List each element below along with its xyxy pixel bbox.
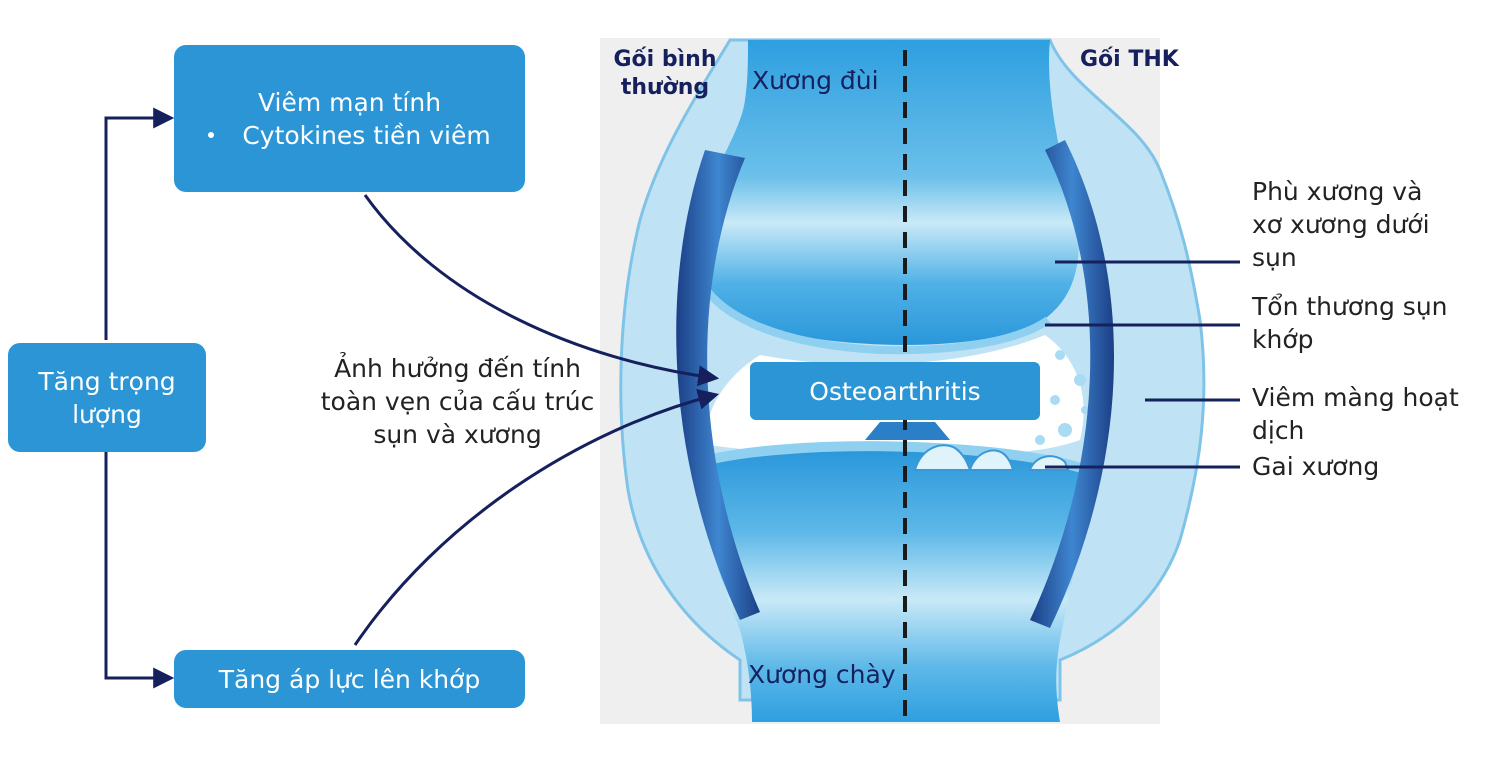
chronic-inflammation-box: Viêm mạn tính Cytokines tiền viêm <box>174 45 525 192</box>
femur-bone <box>695 40 1079 345</box>
femur-label: Xương đùi <box>752 66 879 95</box>
arrow-weight-to-inflammation <box>104 107 175 340</box>
callout-synovitis: Viêm màng hoạt dịch <box>1252 383 1459 445</box>
callout-cartilage-damage: Tổn thương sụn khớp <box>1252 292 1448 354</box>
cytokines-bullet: Cytokines tiền viêm <box>208 119 491 152</box>
joint-pressure-text: Tăng áp lực lên khớp <box>218 664 481 694</box>
tibia-label: Xương chày <box>748 660 896 689</box>
callout-osteophyte: Gai xương <box>1252 452 1380 481</box>
osteophyte-1 <box>913 444 972 471</box>
arrow-pressure-to-oa <box>353 389 720 646</box>
weight-gain-text: Tăng trọng lượng <box>38 366 176 429</box>
joint-pressure-box: Tăng áp lực lên khớp <box>174 650 525 708</box>
arrow-inflammation-to-oa <box>363 194 720 387</box>
osteoarthritis-box: Osteoarthritis <box>750 362 1040 420</box>
femur-cartilage <box>691 264 1051 355</box>
tibia-cartilage <box>698 441 1084 473</box>
impact-label: Ảnh hưởng đến tính toàn vẹn của cấu trúc… <box>320 354 595 449</box>
ligament-left <box>676 150 760 620</box>
cytokines-text: Cytokines tiền viêm <box>242 120 491 150</box>
callout-bone-edema: Phù xương và xơ xương dưới sụn <box>1252 177 1430 272</box>
arrow-weight-to-pressure <box>104 452 175 689</box>
tibia-bone <box>700 449 1083 722</box>
central-connector <box>865 422 950 440</box>
weight-gain-box: Tăng trọng lượng <box>8 343 206 452</box>
osteophyte-2 <box>968 449 1015 471</box>
osteoarthritis-text: Osteoarthritis <box>809 376 981 406</box>
oa-knee-label: Gối THK <box>1080 47 1179 72</box>
bullet-dot-icon <box>208 132 215 138</box>
normal-knee-label: Gối bình thường <box>613 47 717 100</box>
chronic-inflammation-title: Viêm mạn tính <box>257 87 442 117</box>
